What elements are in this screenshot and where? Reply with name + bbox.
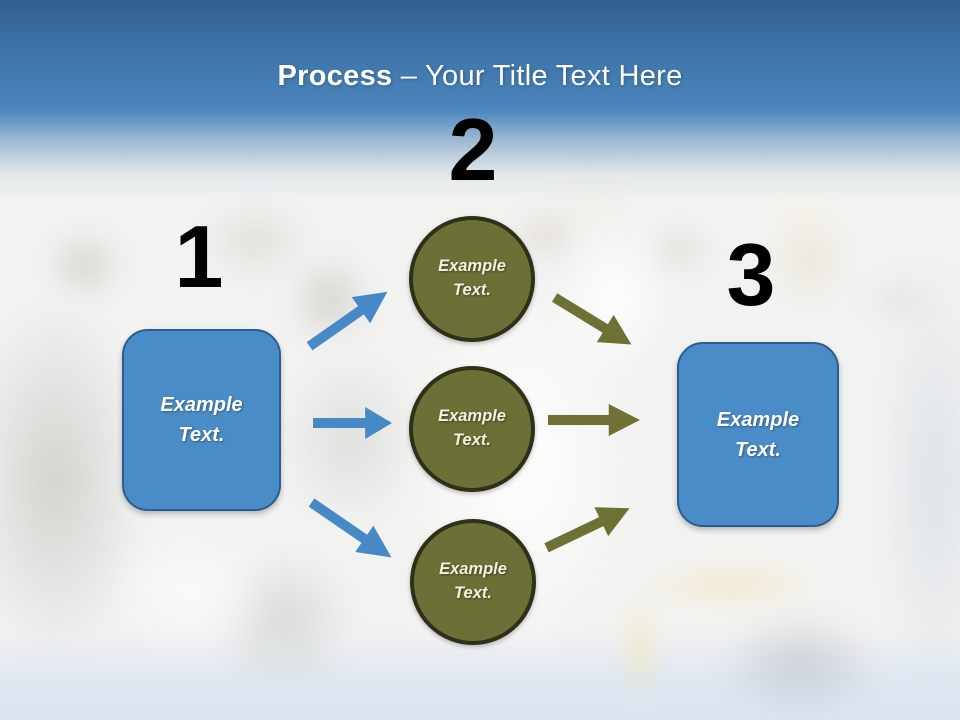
arrow-circle3-to-box3-shape [544, 507, 630, 553]
process-box-step3: Example Text. [677, 342, 839, 527]
slide-title: Process – Your Title Text Here [0, 60, 960, 93]
arrow-circle2-to-box3-shape [548, 404, 640, 436]
arrow-box1-to-circle3 [308, 498, 392, 558]
process-circle-1: Example Text. [409, 216, 535, 342]
arrow-circle3-to-box3 [544, 507, 630, 553]
process-circle-1-label: Example Text. [438, 257, 506, 299]
slide-title-emphasis: Process [277, 60, 393, 92]
process-circle-2-label: Example Text. [438, 407, 506, 449]
arrow-box1-to-circle3-shape [308, 498, 392, 558]
arrow-circle2-to-box3 [548, 404, 640, 436]
process-box-step3-label: Example Text. [716, 408, 800, 461]
process-circle-2: Example Text. [409, 366, 535, 492]
process-circle-3-label: Example Text. [439, 560, 507, 602]
arrow-box1-to-circle2 [313, 407, 392, 439]
step-number-3: 3 [726, 225, 776, 324]
process-box-step1-label: Example Text. [160, 394, 243, 446]
slide-title-text: – Your Title Text Here [392, 60, 683, 92]
arrow-box1-to-circle2-shape [313, 407, 392, 439]
arrow-box1-to-circle1-shape [306, 291, 388, 351]
step-number-2: 2 [448, 100, 498, 199]
process-circle-3: Example Text. [410, 519, 536, 645]
step-number-1: 1 [174, 207, 224, 306]
arrow-circle1-to-box3 [552, 293, 632, 345]
process-box-step1: Example Text. [122, 329, 281, 511]
arrow-circle1-to-box3-shape [552, 293, 632, 345]
arrow-box1-to-circle1 [306, 291, 388, 351]
